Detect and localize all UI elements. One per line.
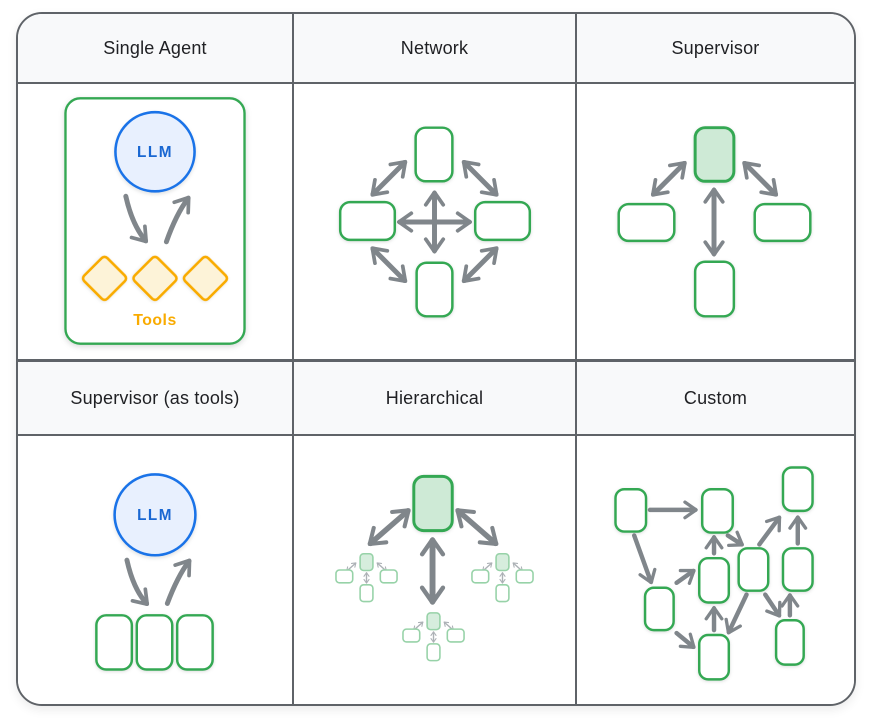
- diagram-supervisor: [577, 84, 854, 362]
- architecture-comparison-table: Single Agent Network Supervisor LLM Tool…: [16, 12, 856, 706]
- llm-circle: [113, 473, 197, 557]
- agents-to-llm-arrow: [164, 558, 192, 606]
- agent-node: [473, 200, 532, 242]
- arrow: [763, 592, 782, 618]
- double-arrow: [461, 246, 499, 284]
- double-arrow: [455, 508, 499, 547]
- llm-circle: [114, 110, 196, 193]
- header-hierarchical: Hierarchical: [294, 362, 577, 436]
- agent-node: [617, 202, 676, 243]
- agent-node: [781, 466, 814, 513]
- header-supervisor-as-tools-label: Supervisor (as tools): [70, 387, 240, 408]
- arrow: [674, 630, 696, 650]
- agent-node: [698, 633, 731, 681]
- subteam-mini-tree: [402, 612, 465, 662]
- agent-node: [643, 586, 675, 632]
- tools-label: Tools: [133, 312, 176, 329]
- agent-node: [698, 556, 731, 604]
- diagram-custom: [577, 436, 854, 704]
- header-network: Network: [294, 14, 577, 84]
- llm-to-tools-arrow: [123, 193, 149, 244]
- agent-node: [737, 547, 770, 592]
- diagram-single-agent: LLM Tools: [18, 84, 294, 362]
- agent-node: [700, 487, 734, 534]
- llm-label: LLM: [137, 144, 173, 161]
- double-arrow: [742, 160, 779, 197]
- subteam-mini-tree: [471, 552, 534, 603]
- agent-node: [774, 619, 805, 666]
- diagram-hierarchical: [294, 436, 577, 704]
- agent-node: [781, 547, 814, 592]
- tool-diamond: [182, 255, 229, 302]
- tool-diamond: [132, 255, 178, 302]
- agent-node: [338, 200, 397, 242]
- top-supervisor-node: [412, 474, 454, 533]
- agent-node: [95, 614, 134, 671]
- llm-label: LLM: [137, 507, 173, 524]
- arrow: [674, 568, 696, 586]
- header-custom-label: Custom: [683, 387, 748, 408]
- subteam-mini-tree: [335, 552, 398, 603]
- header-custom: Custom: [577, 362, 854, 436]
- tool-diamond: [81, 255, 128, 302]
- arrow: [725, 530, 744, 548]
- double-arrow: [650, 160, 687, 197]
- diagram-network: [294, 84, 577, 362]
- agent-node: [175, 614, 214, 671]
- arrow: [757, 515, 782, 547]
- tools-to-llm-arrow: [163, 195, 191, 245]
- header-network-label: Network: [400, 37, 469, 58]
- llm-to-agents-arrow: [124, 557, 150, 606]
- agent-node: [135, 614, 174, 671]
- arrow: [631, 533, 657, 585]
- supervisor-node: [693, 126, 736, 183]
- agent-node: [415, 261, 454, 318]
- header-supervisor-label: Supervisor: [671, 37, 760, 58]
- header-single-agent-label: Single Agent: [103, 37, 207, 58]
- diagram-supervisor-as-tools: LLM: [18, 436, 294, 704]
- agent-node: [614, 487, 648, 533]
- double-arrow: [370, 159, 408, 197]
- double-arrow: [461, 159, 499, 197]
- double-arrow: [367, 508, 411, 547]
- header-single-agent: Single Agent: [18, 14, 294, 84]
- agent-node: [693, 260, 736, 318]
- header-hierarchical-label: Hierarchical: [385, 387, 484, 408]
- agent-node: [753, 202, 812, 243]
- header-supervisor: Supervisor: [577, 14, 854, 84]
- header-supervisor-as-tools: Supervisor (as tools): [18, 362, 294, 436]
- double-arrow: [370, 246, 408, 284]
- arrow: [724, 592, 749, 635]
- agent-node: [414, 126, 454, 183]
